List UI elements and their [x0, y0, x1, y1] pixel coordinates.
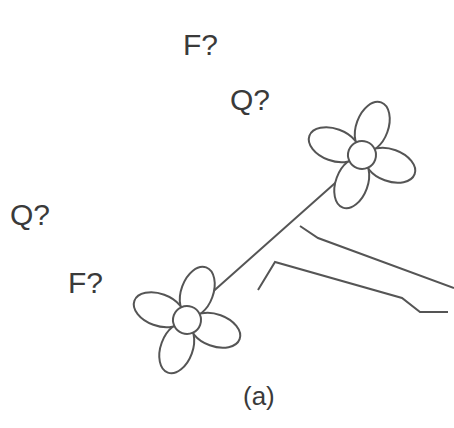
flower-label: F? — [68, 268, 103, 298]
flower-label: Q? — [10, 200, 50, 230]
flower-label: F? — [183, 30, 218, 60]
panel-label: (a) — [243, 383, 275, 409]
stem — [190, 168, 454, 312]
upper-flower — [290, 83, 434, 227]
lower-flower — [115, 248, 259, 392]
flower-label: Q? — [230, 85, 270, 115]
